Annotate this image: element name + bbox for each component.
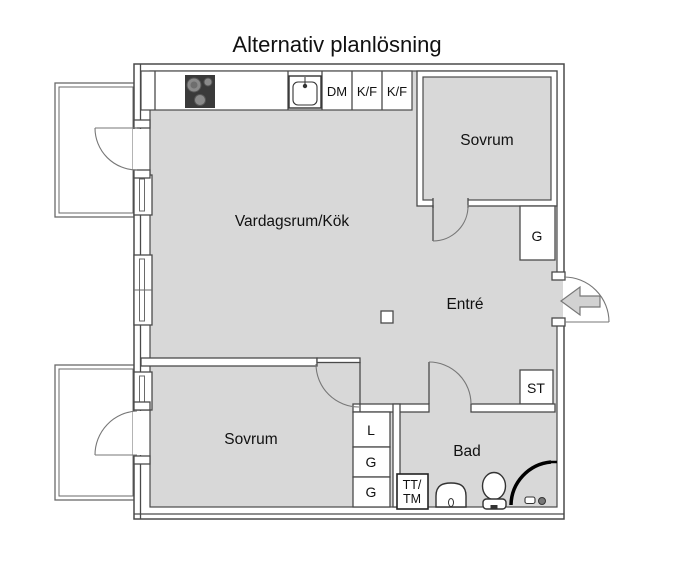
- window-glass-line: [139, 178, 145, 212]
- burner-small: [203, 77, 213, 87]
- balcony-door-bottom-arc: [94, 410, 138, 456]
- fridge-freezer-label-2: K/F: [387, 84, 407, 99]
- washer-dryer-box: [396, 473, 429, 510]
- closet-wardrobe-entry: G: [519, 205, 556, 261]
- pillar: [380, 310, 394, 324]
- wardrobe-entry-label: G: [532, 228, 543, 244]
- balcony-door-bottom: [94, 401, 151, 465]
- entry-label: Entré: [446, 296, 483, 313]
- toilet-base: [482, 498, 507, 510]
- toilet-icon: [481, 471, 507, 510]
- toilet-mark: [490, 505, 498, 509]
- washer-dryer-label-1: TT/: [403, 478, 422, 492]
- hall-bathroom-wall: [352, 361, 556, 413]
- sink-faucet: [302, 83, 308, 89]
- wardrobe-entry-box: [519, 205, 556, 261]
- wardrobe-1-label: G: [366, 454, 377, 470]
- balcony-top-outline: [54, 82, 138, 218]
- sink-icon: [288, 75, 322, 109]
- shower-handle: [524, 496, 536, 505]
- shower-head: [538, 497, 546, 505]
- room-bathroom: Bad TT/ TM: [392, 403, 557, 510]
- burner-medium: [194, 94, 206, 106]
- closet-storage: ST: [519, 369, 554, 405]
- plan-title: Alternativ planlösning: [232, 32, 441, 57]
- bedroom-top-label: Sovrum: [460, 132, 513, 149]
- balcony-bottom-outline: [54, 364, 138, 501]
- storage-label: ST: [527, 380, 545, 396]
- balcony-door-top-arc: [94, 127, 138, 171]
- balcony-door-top: [94, 119, 151, 179]
- linen-box: [352, 411, 391, 448]
- wardrobe-2-label: G: [366, 484, 377, 500]
- door-jamb: [133, 401, 151, 411]
- room-bedroom-bottom: Sovrum: [140, 357, 361, 448]
- bedroom-top-door-opening: [433, 198, 468, 208]
- bathroom-sink-bowl: [435, 482, 467, 508]
- bedroom-bottom-door-arc: [315, 363, 360, 408]
- entrance-door: [551, 271, 610, 327]
- wall-segment: [470, 403, 556, 413]
- washer-dryer: TT/ TM: [396, 473, 429, 510]
- toilet-bowl: [481, 471, 507, 501]
- fridge-freezer-label-1: K/F: [357, 84, 377, 99]
- bathroom-door-arc: [428, 361, 472, 405]
- closet-column: L G G: [352, 411, 391, 508]
- entry-arrow-icon: [559, 285, 601, 317]
- kitchen-counter: DM K/F K/F: [140, 70, 413, 111]
- door-jamb: [551, 271, 566, 281]
- bathroom-label: Bad: [453, 443, 481, 460]
- living-kitchen-label: Vardagsrum/Kök: [235, 213, 350, 230]
- room-bedroom-top: Sovrum: [416, 70, 558, 242]
- balcony-door-bottom-gap: [133, 411, 142, 455]
- bedroom-top-door-arc: [432, 204, 469, 242]
- bedroom-bottom-door-header: [316, 357, 361, 364]
- wall-segment: [352, 403, 430, 413]
- bedroom-top-floor: [422, 76, 552, 201]
- balcony-door-top-gap: [133, 129, 142, 170]
- window-1: [133, 174, 153, 216]
- washer-dryer-label-2: TM: [403, 492, 421, 506]
- bedroom-bottom-label: Sovrum: [224, 431, 277, 448]
- shower-curtain-rod: [509, 460, 552, 506]
- door-jamb: [551, 317, 566, 327]
- windows: [133, 174, 153, 411]
- door-jamb: [133, 119, 151, 129]
- shower-icon: [509, 460, 557, 506]
- window-frame: [133, 174, 153, 216]
- linen-label: L: [367, 422, 375, 438]
- stove-icon: [185, 75, 215, 108]
- entrance-floor-gap: [555, 280, 563, 318]
- dishwasher-label: DM: [327, 84, 347, 99]
- door-jamb: [133, 169, 151, 179]
- window-2: [133, 254, 153, 326]
- wardrobe-2-box: [352, 476, 391, 508]
- bathroom-sink-icon: [435, 482, 467, 508]
- bathroom-sink-drain: [448, 498, 454, 507]
- burner-large-center: [190, 81, 198, 89]
- balcony-top: [54, 82, 138, 218]
- door-jamb: [133, 455, 151, 465]
- bedroom-bottom-wall: [140, 357, 318, 367]
- balcony-bottom: [54, 364, 138, 501]
- entrance-door-arc: [563, 276, 610, 323]
